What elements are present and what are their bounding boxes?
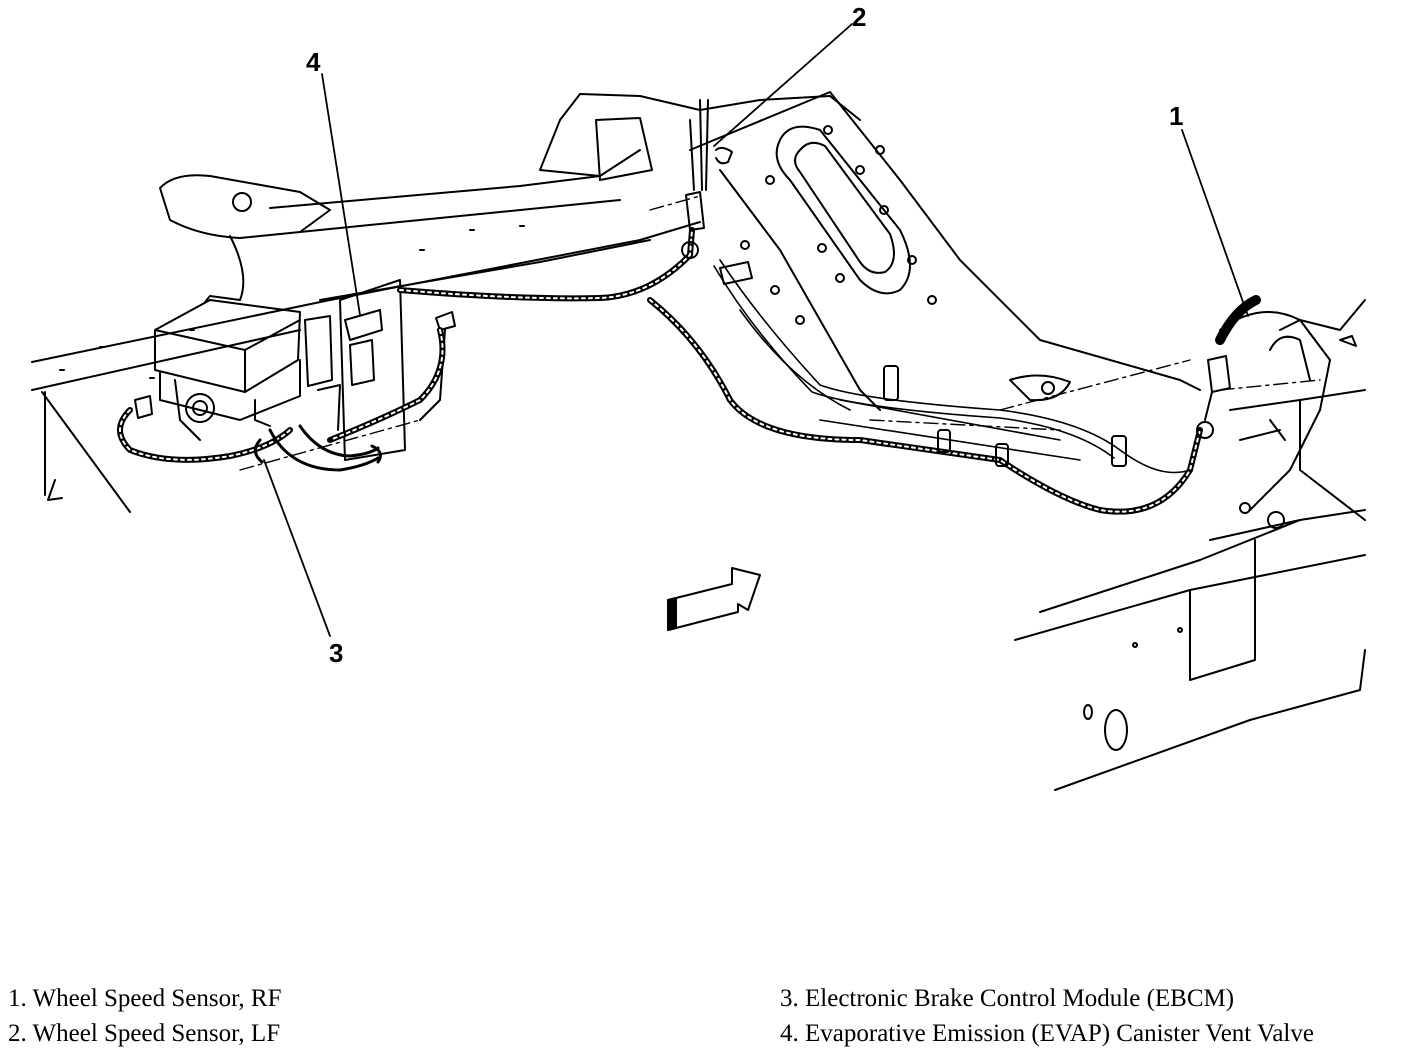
callout-4: 4 <box>306 47 321 77</box>
routing-dash-lines <box>239 195 1321 471</box>
legend-item-2: 2. Wheel Speed Sensor, LF <box>8 1020 281 1047</box>
harness-conduit <box>254 424 382 472</box>
callout-3: 3 <box>329 638 343 668</box>
lf-sensor-connector <box>681 99 733 259</box>
callout-2: 2 <box>852 2 866 32</box>
chassis-illustration: 1 2 3 4 <box>31 2 1366 791</box>
left-frame-rail <box>31 174 701 513</box>
forward-arrow-icon <box>667 567 761 631</box>
rf-sensor-connector <box>1196 295 1261 439</box>
crossmember <box>539 91 1201 411</box>
brake-lines <box>713 259 1191 474</box>
legend-item-1: 1. Wheel Speed Sensor, RF <box>8 985 282 1012</box>
wiring-harness <box>117 227 1203 515</box>
callout-leaders <box>263 23 1249 637</box>
legend-item-4: 4. Evaporative Emission (EVAP) Canister … <box>780 1020 1314 1047</box>
evap-vent-valve <box>304 279 456 461</box>
right-frame-rail <box>1014 299 1366 791</box>
legend-item-3: 3. Electronic Brake Control Module (EBCM… <box>780 985 1235 1012</box>
harness-clips <box>719 261 1127 467</box>
ebcm-module <box>134 295 301 441</box>
callout-1: 1 <box>1169 101 1183 131</box>
